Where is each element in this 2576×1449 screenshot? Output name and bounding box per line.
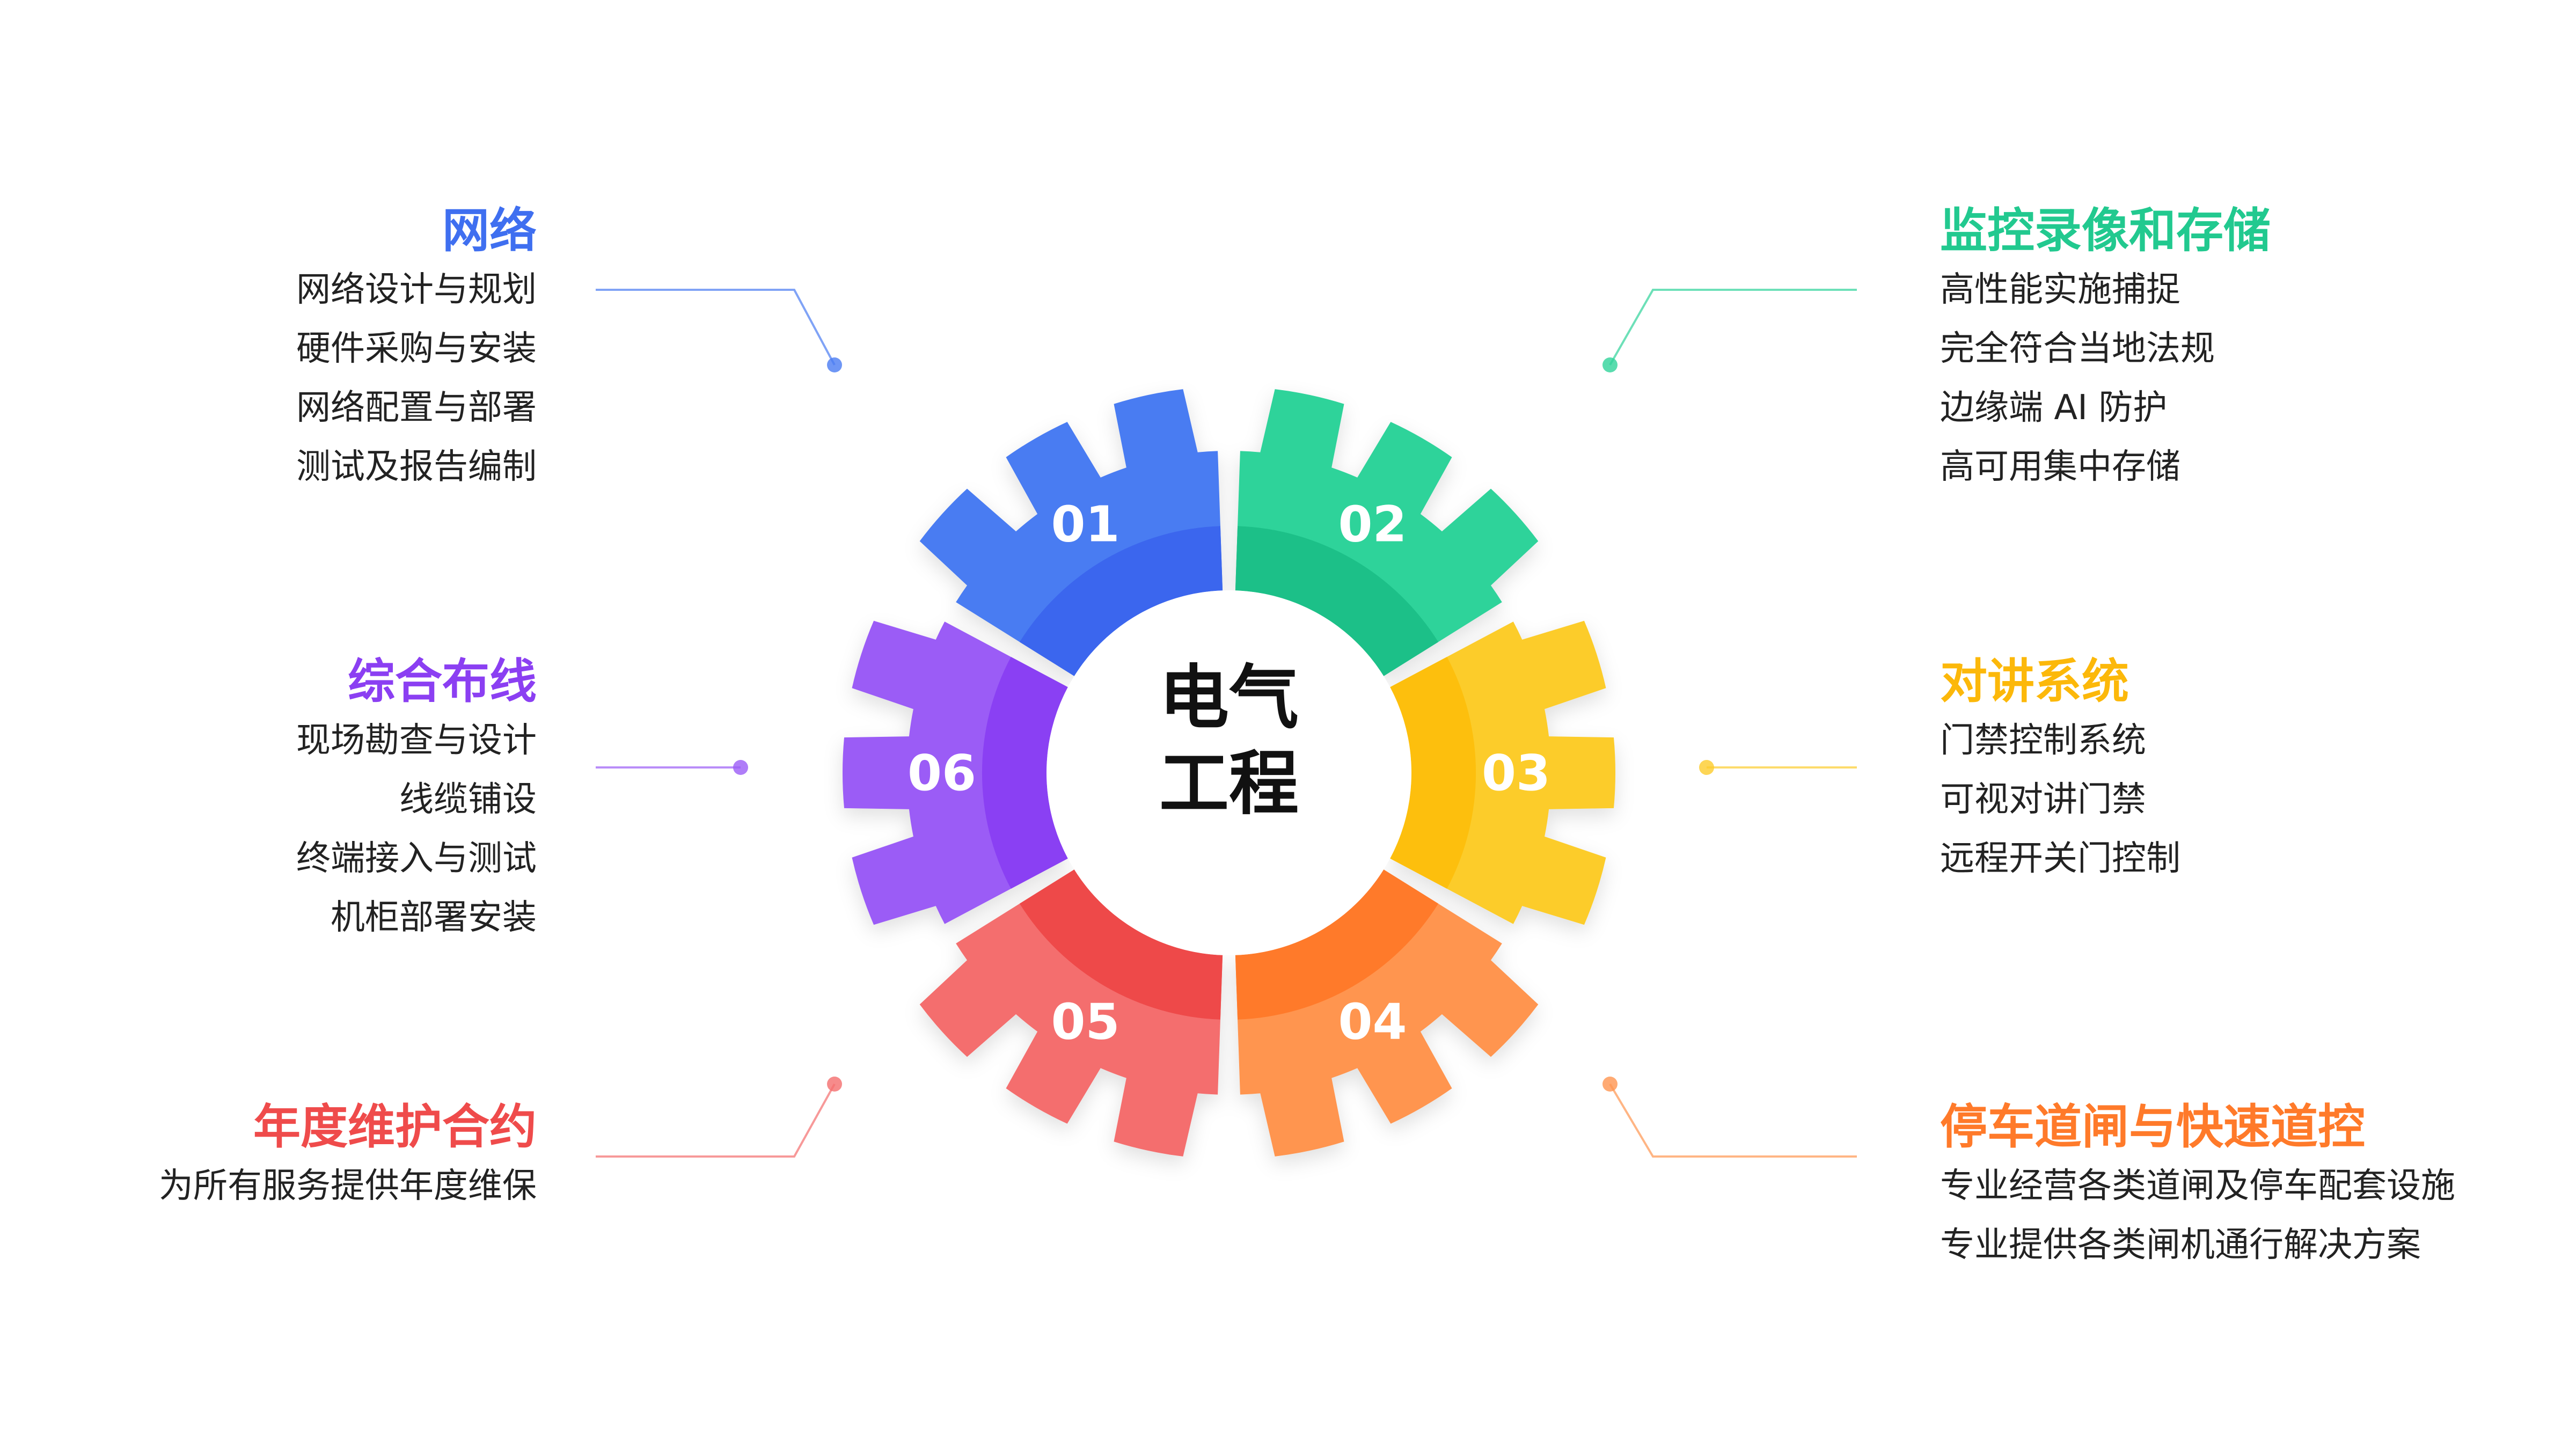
connector-dot-06 (733, 760, 748, 775)
connector-dot-01 (827, 357, 842, 372)
segment-01-title: 网络 (442, 203, 537, 258)
gear-segment-02: 02 (1235, 389, 1539, 676)
gear-segment-04: 04 (1235, 869, 1539, 1157)
gear-segment-06: 06 (842, 620, 1068, 925)
connector-line-05 (596, 1084, 836, 1158)
segment-06-item: 现场勘查与设计 (296, 721, 537, 760)
gear-segment-inner-ring (1019, 869, 1223, 1020)
segment-05-title: 年度维护合约 (253, 1099, 537, 1154)
segment-05-text: 年度维护合约 为所有服务提供年度维保 (159, 1097, 537, 1216)
gear-wheel: 01 02 03 04 05 06 (842, 389, 1616, 1157)
center-label-line1: 电气 (1159, 657, 1299, 738)
gear-number-label: 01 (1051, 496, 1119, 553)
gear-number-label: 06 (908, 744, 976, 802)
center-hub (1046, 590, 1411, 955)
segment-04-text: 停车道闸与快速道控 专业经营各类道闸及停车配套设施 专业提供各类闸机通行解决方案 (1940, 1097, 2455, 1275)
segment-02-title: 监控录像和存储 (1940, 203, 2271, 258)
segment-02-item: 高性能实施捕捉 (1940, 270, 2180, 310)
segment-05-item: 为所有服务提供年度维保 (159, 1166, 537, 1206)
segment-03-item: 门禁控制系统 (1940, 721, 2146, 760)
segment-02-item: 完全符合当地法规 (1940, 329, 2215, 369)
segment-01-item: 网络设计与规划 (296, 270, 537, 310)
segment-04-item: 专业经营各类道闸及停车配套设施 (1940, 1166, 2455, 1206)
segment-06-item: 机柜部署安装 (331, 898, 537, 938)
segment-01-text: 网络 网络设计与规划 硬件采购与安装 网络配置与部署 测试及报告编制 (296, 201, 537, 496)
connector-dot-02 (1602, 357, 1618, 372)
connector-lines (596, 289, 1857, 1158)
segment-01-item: 硬件采购与安装 (296, 329, 537, 369)
segment-06-text: 综合布线 现场勘查与设计 线缆铺设 终端接入与测试 机柜部署安装 (296, 652, 537, 947)
gear-number-label: 03 (1482, 744, 1550, 802)
gear-segment-03: 03 (1390, 620, 1616, 925)
segment-03-item: 可视对讲门禁 (1940, 780, 2146, 819)
segment-06-item: 终端接入与测试 (296, 839, 537, 879)
segment-01-item: 网络配置与部署 (296, 388, 537, 428)
connector-dot-03 (1699, 760, 1714, 775)
segment-03-text: 对讲系统 门禁控制系统 可视对讲门禁 远程开关门控制 (1940, 652, 2180, 888)
segment-03-title: 对讲系统 (1940, 654, 2129, 709)
gear-number-label: 05 (1051, 993, 1119, 1050)
connector-line-01 (596, 289, 836, 365)
segment-01-item: 测试及报告编制 (296, 447, 537, 487)
segment-04-item: 专业提供各类闸机通行解决方案 (1940, 1225, 2421, 1265)
gear-segment-01: 01 (919, 389, 1223, 676)
gear-number-label: 02 (1338, 496, 1407, 553)
gear-segment-inner-ring (1390, 657, 1476, 889)
segment-04-title: 停车道闸与快速道控 (1940, 1099, 2366, 1154)
connector-line-02 (1609, 289, 1857, 365)
segment-03-item: 远程开关门控制 (1940, 839, 2180, 879)
gear-segment-inner-ring (1235, 869, 1439, 1020)
connector-line-04 (1609, 1083, 1857, 1158)
segment-02-text: 监控录像和存储 高性能实施捕捉 完全符合当地法规 边缘端 AI 防护 高可用集中… (1940, 201, 2271, 496)
center-label-line2: 工程 (1159, 743, 1299, 824)
segment-02-item: 边缘端 AI 防护 (1940, 388, 2168, 428)
connector-dot-04 (1602, 1077, 1618, 1092)
gear-number-label: 04 (1338, 993, 1407, 1050)
gear-segment-inner-ring (1019, 526, 1223, 676)
gear-segment-05: 05 (919, 869, 1223, 1157)
connector-dot-05 (827, 1077, 842, 1092)
gear-segment-inner-ring (982, 657, 1068, 889)
segment-06-item: 线缆铺设 (399, 780, 537, 819)
segment-02-item: 高可用集中存储 (1940, 447, 2180, 487)
segment-06-title: 综合布线 (347, 654, 537, 709)
gear-segment-inner-ring (1235, 526, 1439, 676)
